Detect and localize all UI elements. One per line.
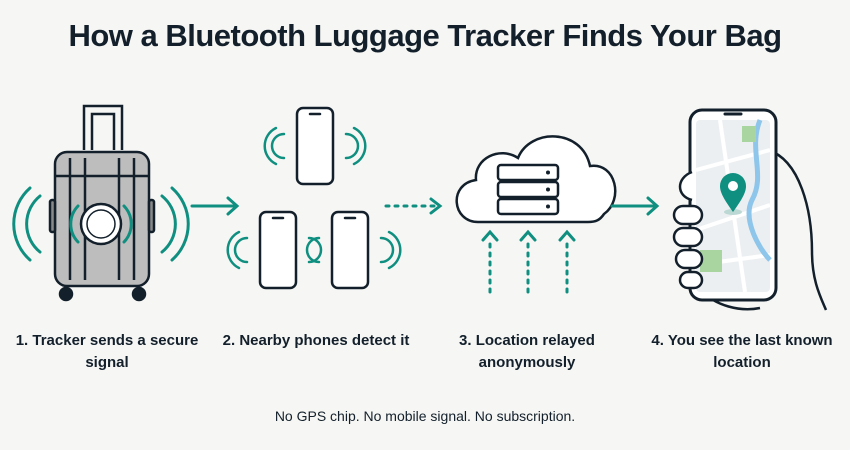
arrow-right-icon [610, 196, 660, 216]
step-1-caption: 1. Tracker sends a secure signal [15, 332, 199, 371]
smartphones-icon [226, 106, 402, 290]
step-2-caption: 2. Nearby phones detect it [222, 332, 410, 349]
step-4-caption: 4. You see the last known location [651, 332, 833, 371]
phone-map-icon [672, 108, 828, 311]
signal-waves-icon [12, 186, 190, 262]
step-3-caption: 3. Location relayed anonymously [459, 332, 595, 371]
dotted-arrow-right-icon [384, 197, 443, 215]
arrow-right-icon [190, 196, 240, 216]
diagram-illustration [12, 104, 828, 311]
footer-note: No GPS chip. No mobile signal. No subscr… [274, 408, 576, 424]
upload-arrows-icon [481, 229, 576, 294]
suitcase-tracker-icon [48, 104, 156, 302]
page-title: How a Bluetooth Luggage Tracker Finds Yo… [68, 18, 782, 53]
cloud-server-icon [455, 135, 617, 224]
